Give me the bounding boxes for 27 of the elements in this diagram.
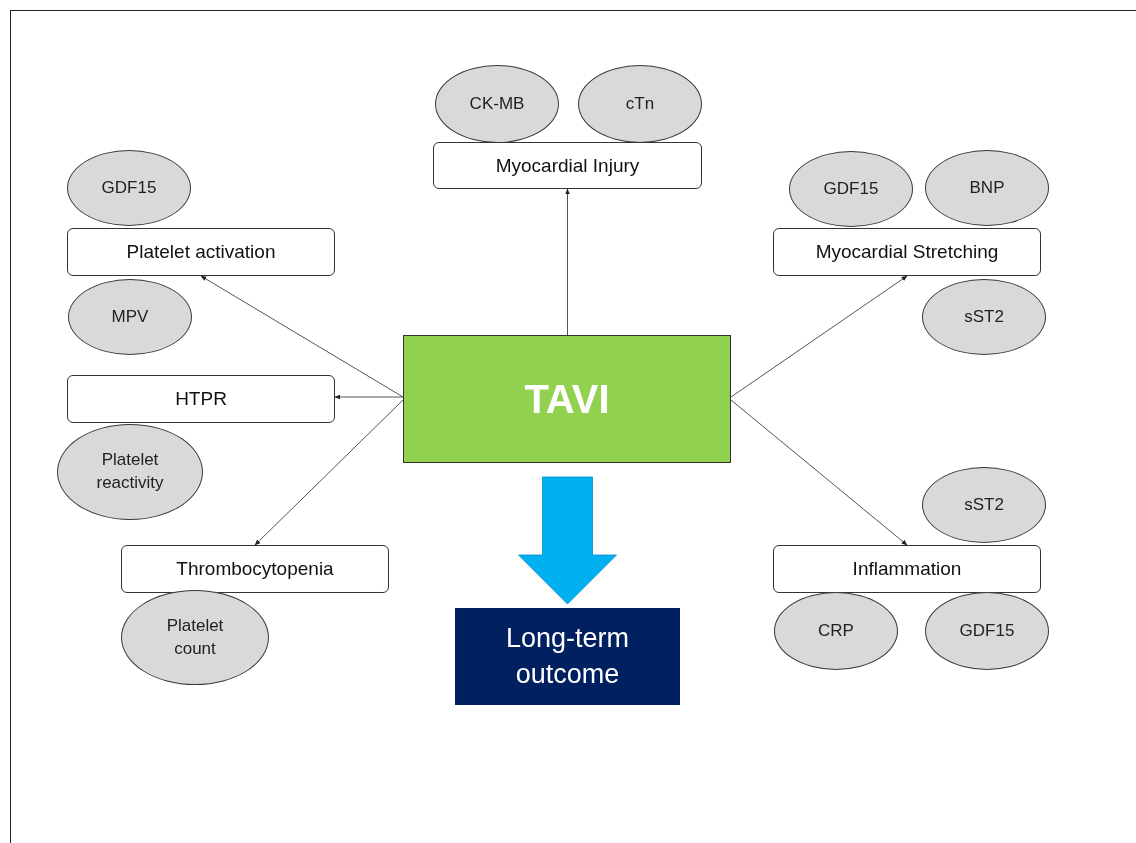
- marker-ellipse: BNP: [925, 150, 1049, 226]
- marker-ellipse: CK-MB: [435, 65, 559, 143]
- category-box: HTPR: [67, 375, 335, 423]
- marker-ellipse: GDF15: [925, 592, 1049, 670]
- marker-ellipse: GDF15: [67, 150, 191, 226]
- arrow: [730, 275, 908, 398]
- category-box: Thrombocytopenia: [121, 545, 389, 593]
- arrow: [730, 399, 908, 546]
- outcome-box: Long-term outcome: [455, 608, 680, 705]
- category-box: Myocardial Injury: [433, 142, 702, 189]
- marker-ellipse: sST2: [922, 467, 1046, 543]
- marker-ellipse: sST2: [922, 279, 1046, 355]
- marker-ellipse: MPV: [68, 279, 192, 355]
- category-box: Myocardial Stretching: [773, 228, 1041, 276]
- arrow: [565, 188, 570, 336]
- marker-ellipse: Platelet reactivity: [57, 424, 203, 520]
- marker-ellipse: cTn: [578, 65, 702, 143]
- category-box: Inflammation: [773, 545, 1041, 593]
- procedure-box: TAVI: [403, 335, 731, 463]
- marker-ellipse: GDF15: [789, 151, 913, 227]
- marker-ellipse: CRP: [774, 592, 898, 670]
- marker-ellipse: Platelet count: [121, 590, 269, 685]
- category-box: Platelet activation: [67, 228, 335, 276]
- arrow: [254, 399, 404, 546]
- arrow: [200, 275, 404, 398]
- block-arrow: [518, 476, 617, 605]
- arrow: [334, 394, 404, 400]
